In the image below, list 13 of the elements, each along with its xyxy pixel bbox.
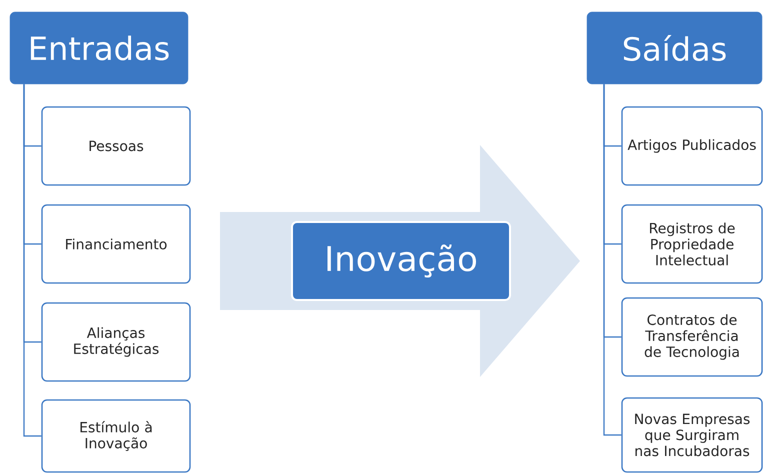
item-box: Novas Empresas que Surgiram nas Incubadoras xyxy=(621,397,763,473)
item-box: Financiamento xyxy=(41,204,191,284)
connector-line xyxy=(23,84,42,437)
header-box: Saídas xyxy=(586,12,762,84)
center-box: Inovação xyxy=(291,221,511,301)
item-box: Registros de Propriedade Intelectual xyxy=(621,204,763,284)
item-box: Pessoas xyxy=(41,106,191,186)
connector-line xyxy=(603,84,622,436)
item-box: Artigos Publicados xyxy=(621,106,763,186)
item-box: Estímulo à Inovação xyxy=(41,399,191,473)
item-box: Alianças Estratégicas xyxy=(41,302,191,382)
item-box: Contratos de Transferência de Tecnologia xyxy=(621,297,763,377)
header-box: Entradas xyxy=(10,12,188,84)
